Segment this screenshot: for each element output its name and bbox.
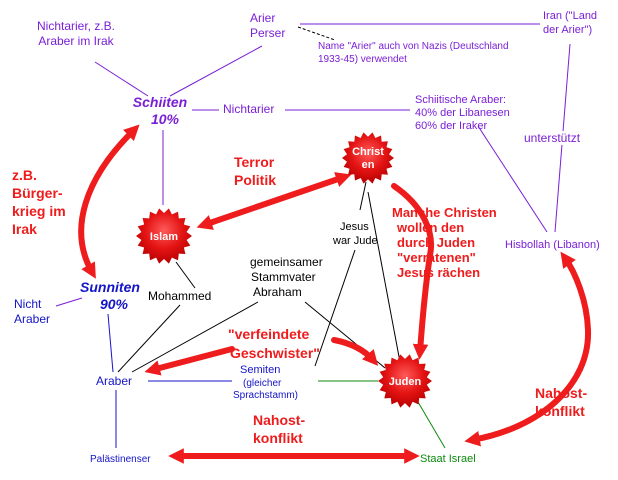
nichtarier-irak-label-1: Nichtarier, z.B.: [37, 19, 115, 33]
schiitische-araber-1: Schiitische Araber:: [415, 94, 506, 106]
semiten-label-2: (gleicher: [243, 378, 282, 389]
arier-label: Arier: [250, 11, 275, 25]
terror-label: Terror: [234, 154, 275, 170]
schiiten-percent: 10%: [151, 111, 180, 127]
nicht-araber-label-1: Nicht: [14, 297, 42, 311]
juden-burst: [378, 354, 432, 408]
staat-israel-label: Staat Israel: [420, 453, 476, 465]
nichtarier-irak-label-2: Araber im Irak: [38, 34, 114, 48]
islam-label: Islam: [150, 231, 178, 243]
blue-connectors: [107, 313, 232, 448]
stammvater-label-3: Abraham: [253, 285, 302, 299]
semiten-label-3: Sprachstamm): [233, 390, 298, 401]
nazi-note-2: 1933-45) verwendet: [318, 54, 407, 65]
nahost-right-label-2: konflikt: [535, 403, 585, 419]
christen-node: Christ en: [342, 132, 394, 184]
nicht-araber-label-2: Araber: [14, 312, 50, 326]
iran-label-1: Iran ("Land: [543, 10, 597, 22]
line-nichtarier-schiiten: [94, 61, 149, 97]
unterstuetzt-bg: [522, 131, 582, 145]
manche-christen-2: wollen den: [396, 220, 464, 235]
christen-label-1: Christ: [352, 146, 384, 158]
schiitische-araber-3: 60% der Iraker: [415, 120, 487, 132]
line-abraham-araber: [131, 301, 259, 373]
islam-burst: [136, 208, 192, 264]
nahost-right-label-1: Nahost-: [535, 385, 587, 401]
stammvater-label-2: Stammvater: [251, 270, 316, 284]
christen-burst: [342, 132, 394, 184]
christen-label-2: en: [362, 159, 375, 171]
arrow-buergerkrieg-schiiten-sunniten: [78, 124, 140, 279]
schiitische-araber-2: 40% der Libanesen: [415, 107, 510, 119]
arrow-verfeindete-araber: [144, 346, 235, 376]
verfeindete-label-1: "verfeindete: [228, 326, 310, 342]
line-mohammed-araber: [117, 304, 181, 373]
perser-label: Perser: [250, 26, 285, 40]
nazi-note-1: Name "Arier" auch von Nazis (Deutschland: [318, 41, 509, 52]
manche-christen-1: Manche Christen: [392, 205, 497, 220]
line-juden-staat-israel: [417, 401, 446, 449]
juden-node: Juden: [378, 354, 432, 408]
manche-christen-5: Jesus rächen: [397, 265, 480, 280]
buergerkrieg-label-1: z.B.: [12, 167, 37, 183]
schiiten-label: Schiiten: [133, 94, 187, 110]
line-arier-schiiten: [169, 45, 263, 97]
manche-christen-3: durch Juden: [397, 235, 475, 250]
unterstuetzt-label: unterstützt: [524, 131, 581, 145]
line-sunniten-araber: [107, 313, 114, 373]
buergerkrieg-label-4: Irak: [12, 221, 37, 237]
dashed-nazi-note-line: [297, 26, 336, 41]
manche-christen-4: "verratenen": [397, 250, 476, 265]
green-connectors: [318, 380, 446, 449]
semiten-label-1: Semiten: [240, 364, 280, 376]
politik-label: Politik: [234, 172, 276, 188]
buergerkrieg-label-2: Bürger-: [12, 185, 63, 201]
arrow-christen-juden: [391, 183, 434, 360]
verfeindete-label-2: Geschwister": [230, 345, 320, 361]
line-christen-juden: [367, 191, 401, 363]
juden-label: Juden: [389, 376, 422, 388]
red-arrows: [78, 124, 592, 464]
buergerkrieg-label-3: krieg im: [12, 203, 66, 219]
black-connectors: [117, 181, 401, 373]
line-jesus-juden: [314, 249, 356, 367]
iran-label-2: der Arier"): [543, 24, 592, 36]
line-sunniten-nichtaraber: [55, 297, 83, 307]
mohammed-label: Mohammed: [148, 289, 211, 303]
jesus-label: Jesus: [340, 221, 369, 233]
war-jude-label: war Jude: [332, 235, 378, 247]
sunniten-label: Sunniten: [80, 279, 140, 295]
line-islam-mohammed: [175, 261, 196, 289]
line-christen-jesus: [359, 181, 367, 211]
nichtarier-bg: [219, 101, 285, 116]
arrow-nahost-israel-hisbollah: [464, 251, 592, 447]
arrow-verfeindete-juden: [331, 337, 379, 366]
sunniten-percent: 90%: [100, 296, 129, 312]
nichtarier-label: Nichtarier: [223, 102, 274, 116]
palaestinenser-label: Palästinenser: [90, 454, 151, 465]
nahost-mid-label-2: konflikt: [253, 430, 303, 446]
nahost-mid-label-1: Nahost-: [253, 412, 305, 428]
arrow-terror-islam-christen: [196, 172, 352, 230]
line-schiitische-araber-hisbollah: [477, 125, 548, 233]
araber-label: Araber: [96, 374, 132, 388]
stammvater-label-1: gemeinsamer: [250, 255, 323, 269]
hisbollah-label: Hisbollah (Libanon): [505, 239, 600, 251]
islam-node: Islam: [136, 208, 192, 264]
